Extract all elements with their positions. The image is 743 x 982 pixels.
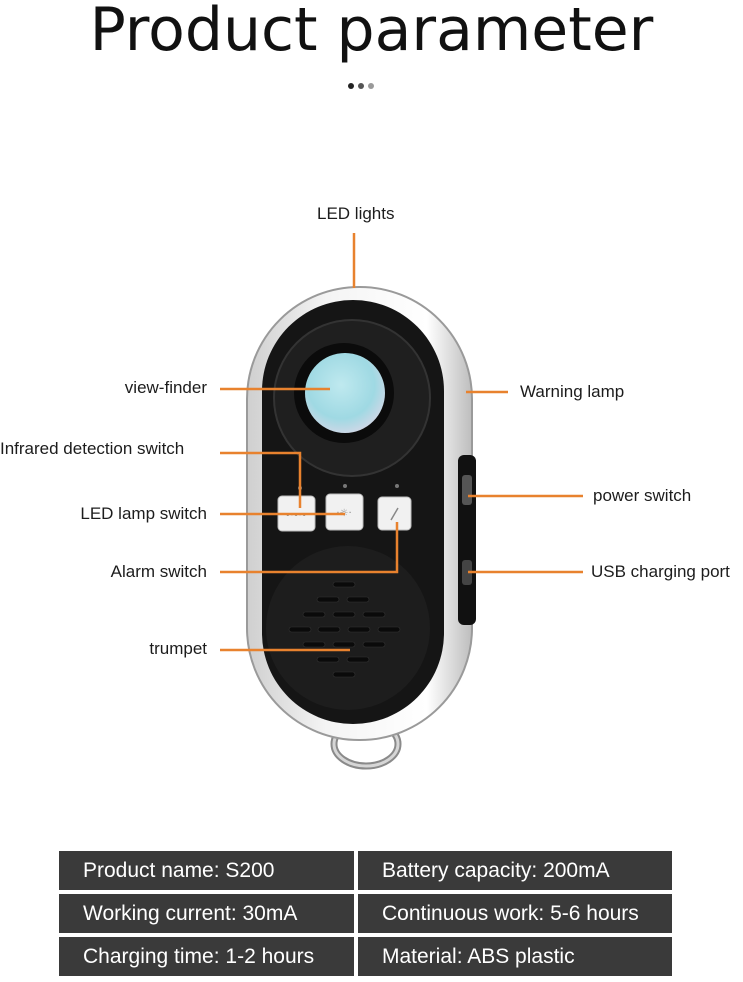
spec-row: Working current: 30mA Continuous work: 5… [59,894,672,933]
label-alarm-switch: Alarm switch [110,562,207,581]
pager-dot-2[interactable] [358,83,364,89]
led-lamp-button [325,493,364,531]
label-led-lamp-switch: LED lamp switch [80,504,207,523]
leader-alarm [220,522,399,574]
label-view-finder: view-finder [124,378,207,397]
carousel-pager[interactable] [348,83,374,89]
label-infrared-switch: Infrared detection switch [0,439,185,458]
spec-continuous-work: Continuous work: 5-6 hours [358,894,672,933]
pager-dot-3[interactable] [368,83,374,89]
spec-row: Product name: S200 Battery capacity: 200… [59,851,672,890]
label-power-switch: power switch [593,486,692,505]
label-trumpet: trumpet [149,639,207,658]
svg-text:•·•·•: •·•·• [285,511,307,521]
label-led-lights: LED lights [317,204,395,223]
spec-material: Material: ABS plastic [358,937,672,976]
label-warning-lamp: Warning lamp [520,382,625,401]
page-title: Product parameter [89,0,654,65]
spec-working-current: Working current: 30mA [59,894,354,933]
leader-lines [220,233,583,652]
spec-row: Charging time: 1-2 hours Material: ABS p… [59,937,672,976]
spec-battery-capacity: Battery capacity: 200mA [358,851,672,890]
leader-infrared [220,451,302,508]
speaker-slots [288,581,401,678]
spec-charging-time: Charging time: 1-2 hours [59,937,354,976]
device-diagram: •·•·• ·☼· [220,233,583,770]
spec-table: Product name: S200 Battery capacity: 200… [59,851,672,980]
pager-dot-1[interactable] [348,83,354,89]
label-usb-port: USB charging port [591,562,730,581]
spec-product-name: Product name: S200 [59,851,354,890]
